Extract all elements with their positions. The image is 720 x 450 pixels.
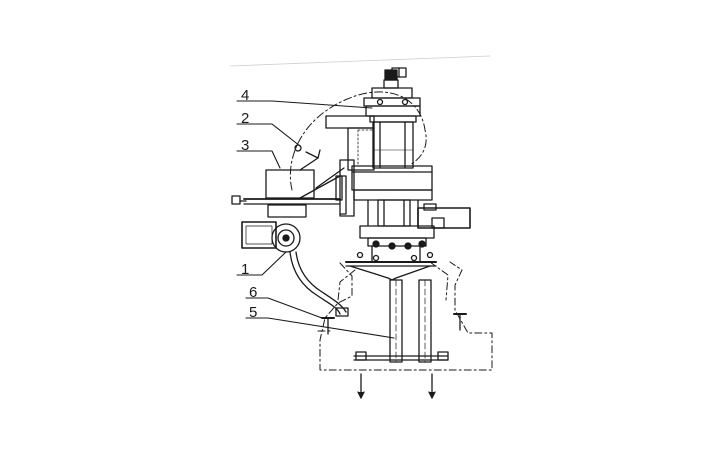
page-edge-line — [229, 55, 491, 67]
cutting-arm — [231, 144, 349, 317]
callout-label-3: 3 — [241, 137, 250, 154]
callout-label-6: 6 — [249, 284, 258, 301]
upper-head — [325, 67, 421, 171]
callout-label-5: 5 — [249, 304, 258, 321]
left-foot — [321, 317, 335, 335]
callout-label-4: 4 — [241, 87, 250, 104]
swing-arc — [289, 91, 427, 191]
mid-housing — [335, 159, 471, 281]
leader-lines — [236, 100, 395, 339]
callout-label-2: 2 — [241, 110, 250, 127]
callout-label-1: 1 — [241, 261, 250, 278]
support-columns — [353, 279, 467, 399]
